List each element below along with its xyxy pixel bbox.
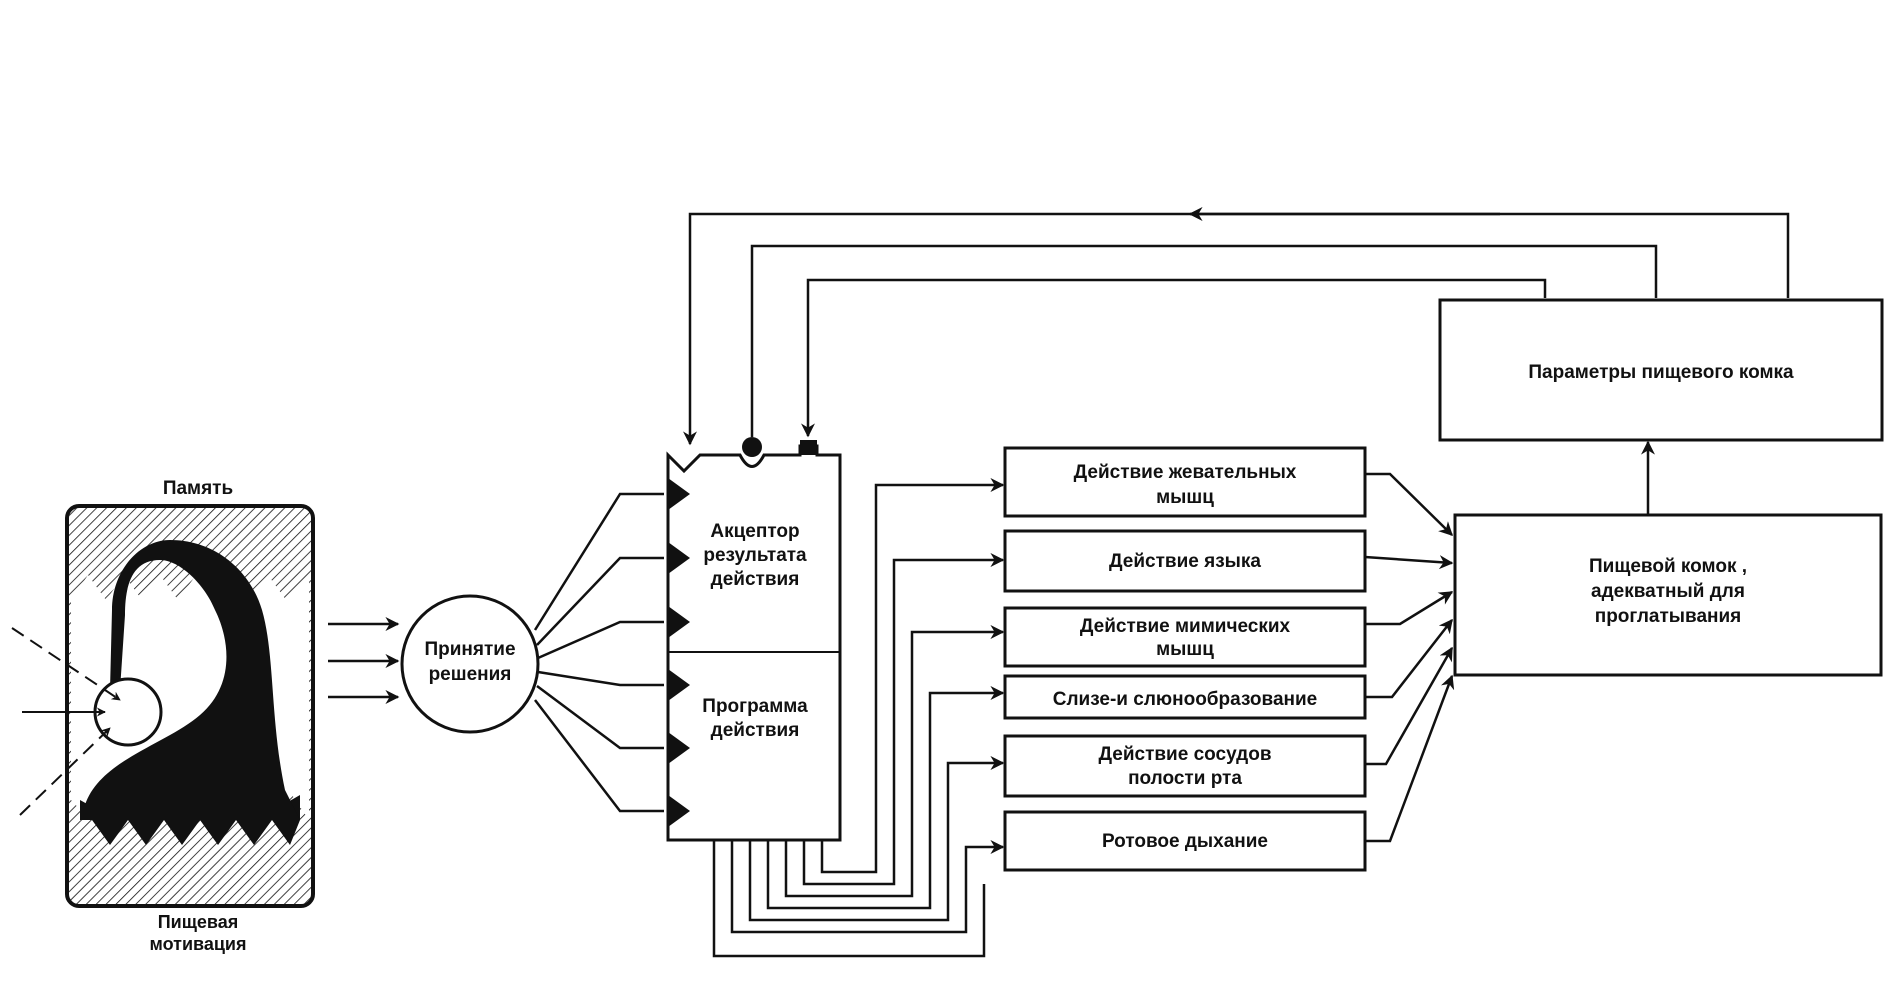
acceptor-label-line2: результата [703,545,807,566]
action-mimic-line2: мышц [1156,639,1214,660]
result-label-line2: адекватный для [1591,581,1745,602]
action-tongue-line1: Действие языка [1109,551,1261,572]
efferent-lines [712,478,1005,958]
decision-circle [400,594,540,734]
acceptor-program-block [666,437,842,842]
program-label-line2: действия [711,720,800,741]
action-box-saliva [1003,674,1367,720]
result-label-line3: проглатывания [1595,606,1742,627]
acceptor-label-line3: действия [711,569,800,590]
program-label-line1: Программа [702,696,808,717]
action-mimic-line1: Действие мимических [1080,616,1291,637]
result-box [1453,513,1883,677]
decision-label-line1: Принятие [424,639,515,660]
action-breathing-line1: Ротовое дыхание [1102,831,1268,852]
memory-to-decision-arrows [328,617,400,704]
action-vessels-line1: Действие сосудов [1098,744,1271,765]
result-label-line1: Пищевой комок , [1589,556,1747,577]
action-chewing-line2: мышц [1156,487,1214,508]
params-label: Параметры пищевого комка [1528,362,1794,383]
action-box-tongue [1003,529,1367,593]
actions-to-result-arrows [1364,472,1455,843]
feedback-lines [683,207,1790,446]
action-box-mimic [1003,606,1367,668]
action-box-breathing [1003,810,1367,872]
motivation-label-line2: мотивация [150,934,247,954]
decision-label-line2: решения [429,664,512,685]
action-saliva-line1: Слизе-и слюнообразование [1053,689,1318,710]
params-box [1438,298,1884,442]
decision-fan-lines [533,492,664,813]
action-box-vessels [1003,734,1367,798]
memory-motivation-block [11,504,315,908]
action-box-chewing [1003,446,1367,518]
acceptor-label-line1: Акцептор [710,521,799,542]
motivation-label-line1: Пищевая [158,912,239,932]
memory-label: Память [163,478,233,499]
action-vessels-line2: полости рта [1128,768,1242,789]
action-chewing-line1: Действие жевательных [1074,462,1297,483]
